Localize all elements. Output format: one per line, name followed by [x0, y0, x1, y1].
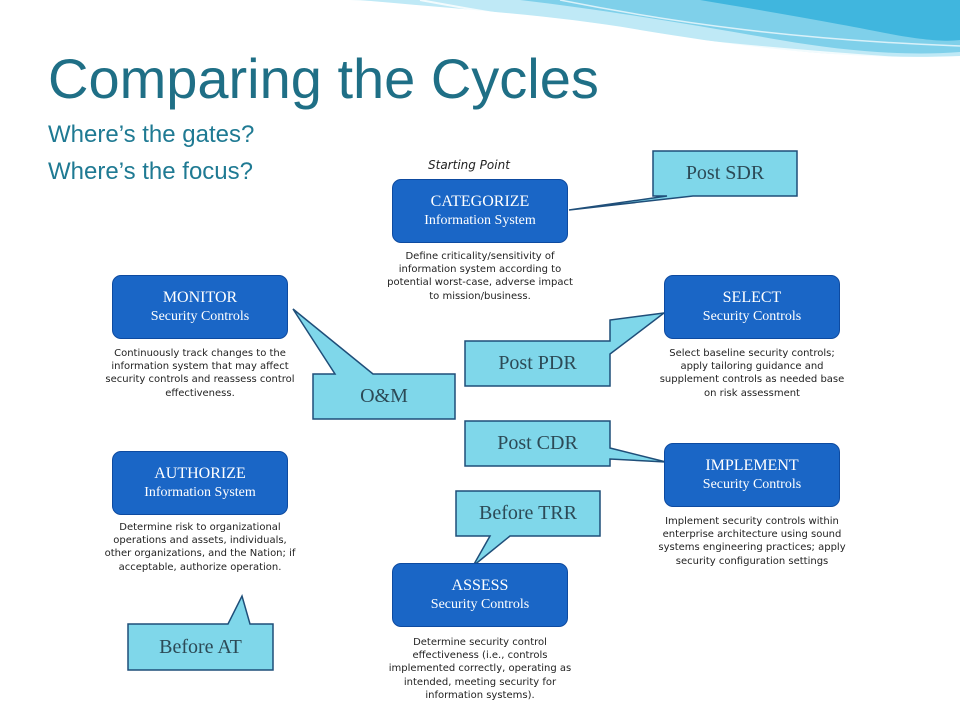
- callout-before-at: Before AT: [159, 635, 242, 658]
- step-select: SELECT Security Controls: [664, 275, 840, 339]
- step-implement-description: Implement security controls within enter…: [658, 516, 846, 567]
- step-categorize: CATEGORIZE Information System: [392, 179, 568, 243]
- header-wave: [0, 0, 960, 63]
- step-assess-description: Determine security control effectiveness…: [388, 637, 572, 701]
- step-assess: ASSESS Security Controls: [392, 563, 568, 627]
- step-select-subtitle: Security Controls: [702, 308, 802, 324]
- step-monitor: MONITOR Security Controls: [112, 275, 288, 339]
- callout-post-sdr-shape: [568, 150, 798, 211]
- step-assess-title: ASSESS: [451, 576, 509, 594]
- step-implement-title: IMPLEMENT: [705, 456, 799, 474]
- callout-post-sdr: Post SDR: [685, 162, 765, 184]
- callout-post-pdr-shape: [464, 311, 667, 387]
- step-authorize-title: AUTHORIZE: [154, 464, 246, 482]
- callout-before-trr-shape: [455, 490, 601, 567]
- step-monitor-title: MONITOR: [162, 288, 238, 306]
- callout-post-pdr: Post PDR: [498, 352, 577, 374]
- step-monitor-description: Continuously track changes to the inform…: [105, 348, 295, 399]
- step-authorize: AUTHORIZE Information System: [112, 451, 288, 515]
- slide-title: Comparing the Cycles: [48, 47, 599, 110]
- subtitle-gates: Where’s the gates?: [48, 121, 255, 148]
- callout-om-shape: [292, 308, 456, 420]
- step-authorize-subtitle: Information System: [144, 484, 256, 500]
- step-categorize-description: Define criticality/sensitivity of inform…: [387, 251, 573, 302]
- step-assess-subtitle: Security Controls: [430, 596, 530, 612]
- step-select-description: Select baseline security controls; apply…: [659, 348, 845, 399]
- step-categorize-title: CATEGORIZE: [430, 192, 530, 210]
- callout-before-at-shape: [127, 593, 274, 671]
- callout-post-cdr-shape: [464, 420, 667, 467]
- callout-post-cdr: Post CDR: [497, 432, 578, 454]
- step-authorize-description: Determine risk to organizational operati…: [104, 522, 296, 573]
- step-implement: IMPLEMENT Security Controls: [664, 443, 840, 507]
- step-implement-subtitle: Security Controls: [702, 476, 802, 492]
- callout-before-trr: Before TRR: [479, 502, 577, 524]
- step-monitor-subtitle: Security Controls: [150, 308, 250, 324]
- step-categorize-subtitle: Information System: [424, 212, 536, 228]
- starting-point-label: Starting Point: [428, 158, 510, 172]
- step-select-title: SELECT: [722, 288, 782, 306]
- subtitle-focus: Where’s the focus?: [48, 158, 253, 185]
- callout-om: O&M: [360, 385, 408, 407]
